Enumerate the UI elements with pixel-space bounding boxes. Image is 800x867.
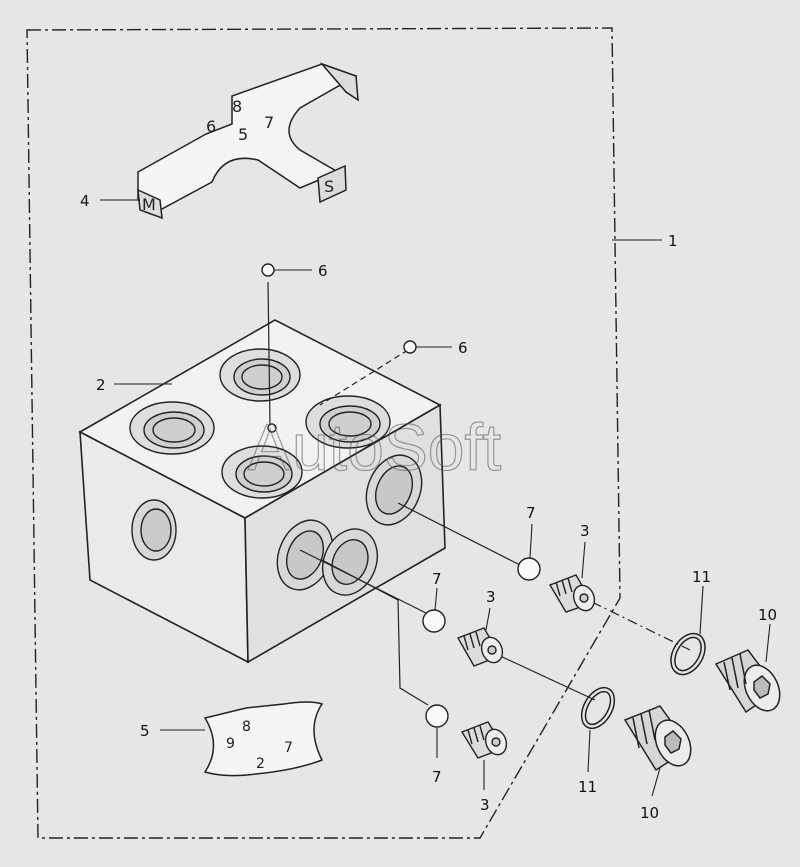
callout-labels: 1 2 4 5 6 6 7 7 7 3 3 3 11 11 10 10 bbox=[80, 192, 777, 822]
ball-6-right bbox=[403, 340, 417, 354]
left-face-port bbox=[131, 499, 177, 561]
leader-3-upper bbox=[581, 541, 586, 579]
top-port-4 bbox=[221, 445, 303, 499]
callout-11-upper: 11 bbox=[692, 568, 711, 586]
template-mark-7: 7 bbox=[264, 113, 274, 132]
plugs-item-10 bbox=[623, 649, 781, 772]
template-mark-8: 8 bbox=[232, 97, 242, 116]
callout-6-top: 6 bbox=[318, 262, 328, 280]
leader-lines bbox=[100, 199, 771, 797]
callout-7-lower: 7 bbox=[432, 768, 442, 786]
top-port-2 bbox=[129, 401, 215, 455]
template-mark-s: S bbox=[324, 177, 334, 196]
leader-10-lower bbox=[651, 767, 661, 797]
balls-item-7 bbox=[422, 557, 541, 728]
callout-7-middle: 7 bbox=[432, 570, 442, 588]
callout-7-upper: 7 bbox=[526, 504, 536, 522]
callout-10-upper: 10 bbox=[758, 606, 777, 624]
orings-item-11 bbox=[580, 632, 706, 730]
marking-template-large bbox=[137, 62, 359, 220]
template-small-mark-7: 7 bbox=[284, 740, 293, 756]
top-small-hole bbox=[267, 423, 277, 433]
leader-7-upper bbox=[529, 523, 533, 559]
right-port-lower-2 bbox=[322, 528, 378, 596]
callout-4: 4 bbox=[80, 192, 90, 210]
watermark: AutoSoft bbox=[248, 410, 501, 484]
top-port-1 bbox=[219, 348, 301, 402]
leader-11-upper bbox=[699, 585, 704, 635]
top-ports bbox=[129, 348, 391, 499]
guide-line-plug-upper bbox=[591, 601, 691, 651]
template-small-mark-9: 9 bbox=[226, 736, 235, 752]
plug-3-lower bbox=[460, 721, 508, 759]
plug-10-lower bbox=[623, 705, 692, 772]
assembly-guide-lines bbox=[267, 281, 691, 706]
oring-11-lower bbox=[580, 686, 616, 730]
ball-6-top bbox=[261, 263, 275, 277]
guide-line-6-top bbox=[267, 281, 271, 426]
leader-11-lower bbox=[587, 729, 591, 773]
template-small-mark-8: 8 bbox=[242, 719, 251, 735]
template-mark-5: 5 bbox=[238, 125, 248, 144]
template-small-mark-2: 2 bbox=[256, 756, 265, 772]
callout-2: 2 bbox=[96, 376, 106, 394]
guide-line-6-right bbox=[319, 349, 409, 406]
guide-line-plug-lower bbox=[497, 654, 596, 701]
callout-3-lower: 3 bbox=[480, 796, 490, 814]
leader-7-middle bbox=[434, 587, 438, 611]
top-port-3 bbox=[305, 395, 391, 449]
callout-11-lower: 11 bbox=[578, 778, 597, 796]
leader-3-middle bbox=[485, 607, 491, 631]
assembly-boundary bbox=[26, 27, 621, 839]
callout-3-upper: 3 bbox=[580, 522, 590, 540]
oring-11-upper bbox=[670, 632, 706, 676]
callout-5: 5 bbox=[140, 722, 150, 740]
balls-item-6 bbox=[261, 263, 417, 354]
plug-10-upper bbox=[714, 649, 781, 714]
ball-7-upper bbox=[517, 557, 541, 581]
marking-template-small: 8 2 7 9 bbox=[203, 701, 324, 777]
right-port-lower-1 bbox=[276, 519, 334, 591]
ball-7-lower bbox=[425, 704, 449, 728]
plug-3-middle bbox=[456, 627, 504, 667]
callout-3-middle: 3 bbox=[486, 588, 496, 606]
guide-line-port-drop bbox=[321, 559, 429, 706]
template-large-markings: M S 6 8 5 7 bbox=[142, 97, 334, 214]
template-mark-m: M bbox=[142, 195, 156, 214]
guide-line-port-upper bbox=[397, 502, 521, 566]
plugs-item-3 bbox=[456, 574, 596, 759]
ball-7-middle bbox=[422, 609, 446, 633]
leader-10-upper bbox=[765, 623, 771, 663]
plug-3-upper bbox=[548, 574, 596, 613]
callout-6-right: 6 bbox=[458, 339, 468, 357]
callout-1: 1 bbox=[668, 232, 678, 250]
callout-10-lower: 10 bbox=[640, 804, 659, 822]
template-mark-6: 6 bbox=[206, 117, 216, 136]
